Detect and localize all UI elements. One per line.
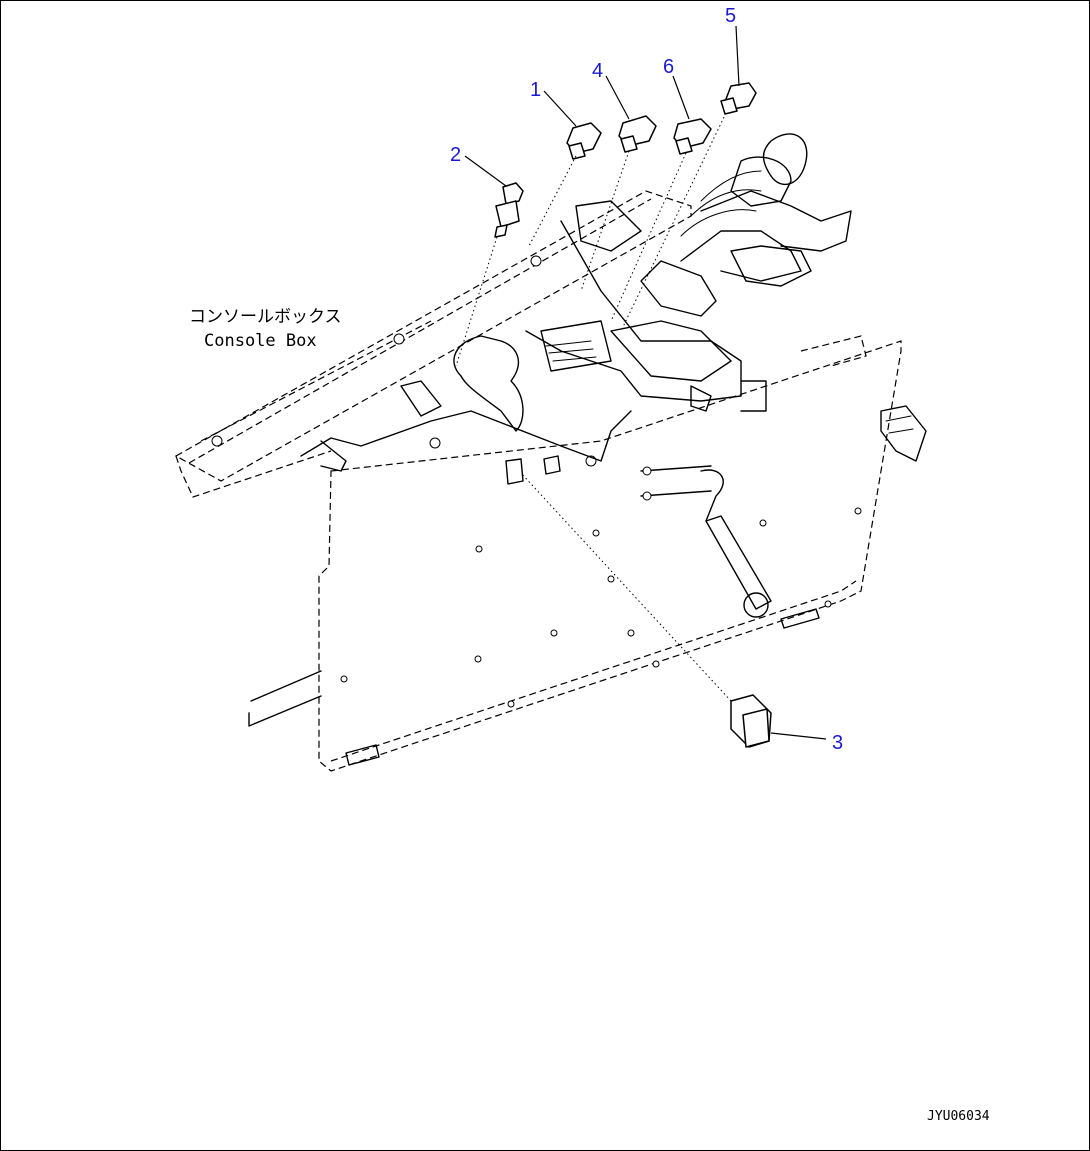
console-box-label-en: Console Box xyxy=(204,331,317,351)
part-1-switch xyxy=(528,122,602,247)
callout-3: 3 xyxy=(832,732,843,754)
console-top xyxy=(300,133,852,472)
part-4-switch xyxy=(580,115,657,292)
callout-2: 2 xyxy=(450,144,461,166)
drawing-code: JYU06034 xyxy=(927,1109,990,1124)
console-box-label-jp: コンソールボックス xyxy=(189,307,342,327)
part-5-switch xyxy=(620,82,757,332)
callout-4: 4 xyxy=(592,60,603,82)
callout-6: 6 xyxy=(663,56,674,78)
part-3-switch xyxy=(520,472,772,748)
part-6-switch xyxy=(610,118,712,322)
callout-5: 5 xyxy=(725,5,736,27)
leader-lines xyxy=(464,25,827,740)
side-panel xyxy=(248,335,927,772)
part-2-switch xyxy=(455,182,524,367)
callout-1: 1 xyxy=(530,79,541,101)
